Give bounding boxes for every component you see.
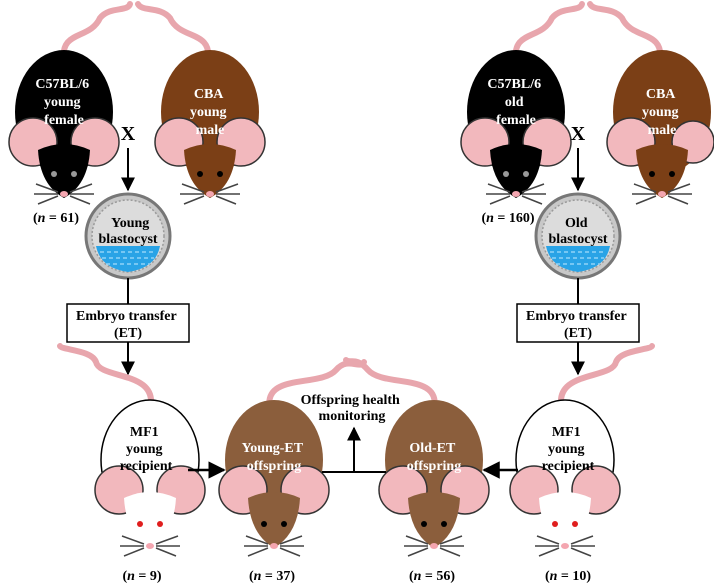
cba-left-line3: male [196,123,225,138]
svg-text:Old blastocyst: Old blastocyst [548,216,607,247]
svg-text:C57BL/6 old female: C57BL/6 old female [487,77,544,128]
mouse-c57-old-female [460,1,585,205]
c57-old-line2: old [505,95,524,110]
et-box-left-line1: Embryo transfer [76,309,176,324]
svg-text:CBA young male: CBA young male [642,87,682,138]
c57-old-line3: female [496,113,536,128]
mf1-left-line2: young [126,442,163,457]
svg-text:Young-ET offspring: Young-ET offspring [242,441,307,474]
svg-text:MF1 young recipient: MF1 young recipient [542,425,595,474]
monitoring-line2: monitoring [319,409,386,424]
monitoring-line1: Offspring health [301,393,400,408]
mf1-right-line2: young [548,442,585,457]
svg-text:C57BL/6 young female: C57BL/6 young female [35,77,92,128]
c57-young-line2: young [44,95,81,110]
svg-text:Embryo transfer (ET): Embryo transfer (ET) [526,309,630,341]
cba-left-line1: CBA [194,87,224,102]
mf1-right-n: (n = 10) [545,569,591,584]
mouse-mf1-left [57,343,206,557]
cross-symbol-right: X [571,123,586,145]
mouse-old-et-offspring [343,357,490,557]
mouse-mf1-right [509,343,655,557]
cba-right-line3: male [648,123,677,138]
young-blastocyst-dish [84,192,172,280]
old-blastocyst-dish [534,192,622,280]
young-blastocyst-line2: blastocyst [98,232,157,247]
c57-old-line1: C57BL/6 [487,77,541,92]
c57-young-line1: C57BL/6 [35,77,89,92]
et-box-right-line1: Embryo transfer [526,309,626,324]
mouse-cba-left [135,1,266,205]
mf1-left-line3: recipient [120,459,173,474]
mouse-young-et-offspring [218,359,367,557]
old-blastocyst-line2: blastocyst [548,232,607,247]
young-et-line2: offspring [247,459,301,474]
young-et-line1: Young-ET [242,441,304,456]
svg-text:Young blastocyst: Young blastocyst [98,216,157,247]
c57-old-n: (n = 160) [481,211,534,226]
svg-text:Embryo transfer (ET): Embryo transfer (ET) [76,309,180,341]
mouse-cba-right [587,1,714,205]
old-et-n: (n = 56) [409,569,455,584]
svg-text:Old-ET offspring: Old-ET offspring [407,441,461,474]
mf1-right-line1: MF1 [552,425,581,440]
et-box-left-line2: (ET) [114,326,142,341]
mouse-c57-young-female [8,1,133,205]
c57-young-line3: female [44,113,84,128]
svg-text:Offspring health monitorin: Offspring health monitoring [301,393,404,424]
cba-right-line2: young [642,105,679,120]
cba-right-line1: CBA [646,87,676,102]
old-et-line1: Old-ET [409,441,456,456]
young-blastocyst-line1: Young [111,216,149,231]
svg-text:MF1 young recipient: MF1 young recipient [120,425,173,474]
mf1-left-n: (n = 9) [122,569,161,584]
mf1-left-line1: MF1 [130,425,159,440]
old-et-line2: offspring [407,459,461,474]
cross-symbol-left: X [121,123,136,145]
et-box-left [66,303,190,343]
old-blastocyst-line1: Old [565,216,588,231]
young-et-n: (n = 37) [249,569,295,584]
c57-young-n: (n = 61) [33,211,79,226]
cba-left-line2: young [190,105,227,120]
mf1-right-line3: recipient [542,459,595,474]
svg-text:CBA young male: CBA young male [190,87,230,138]
et-box-right-line2: (ET) [564,326,592,341]
